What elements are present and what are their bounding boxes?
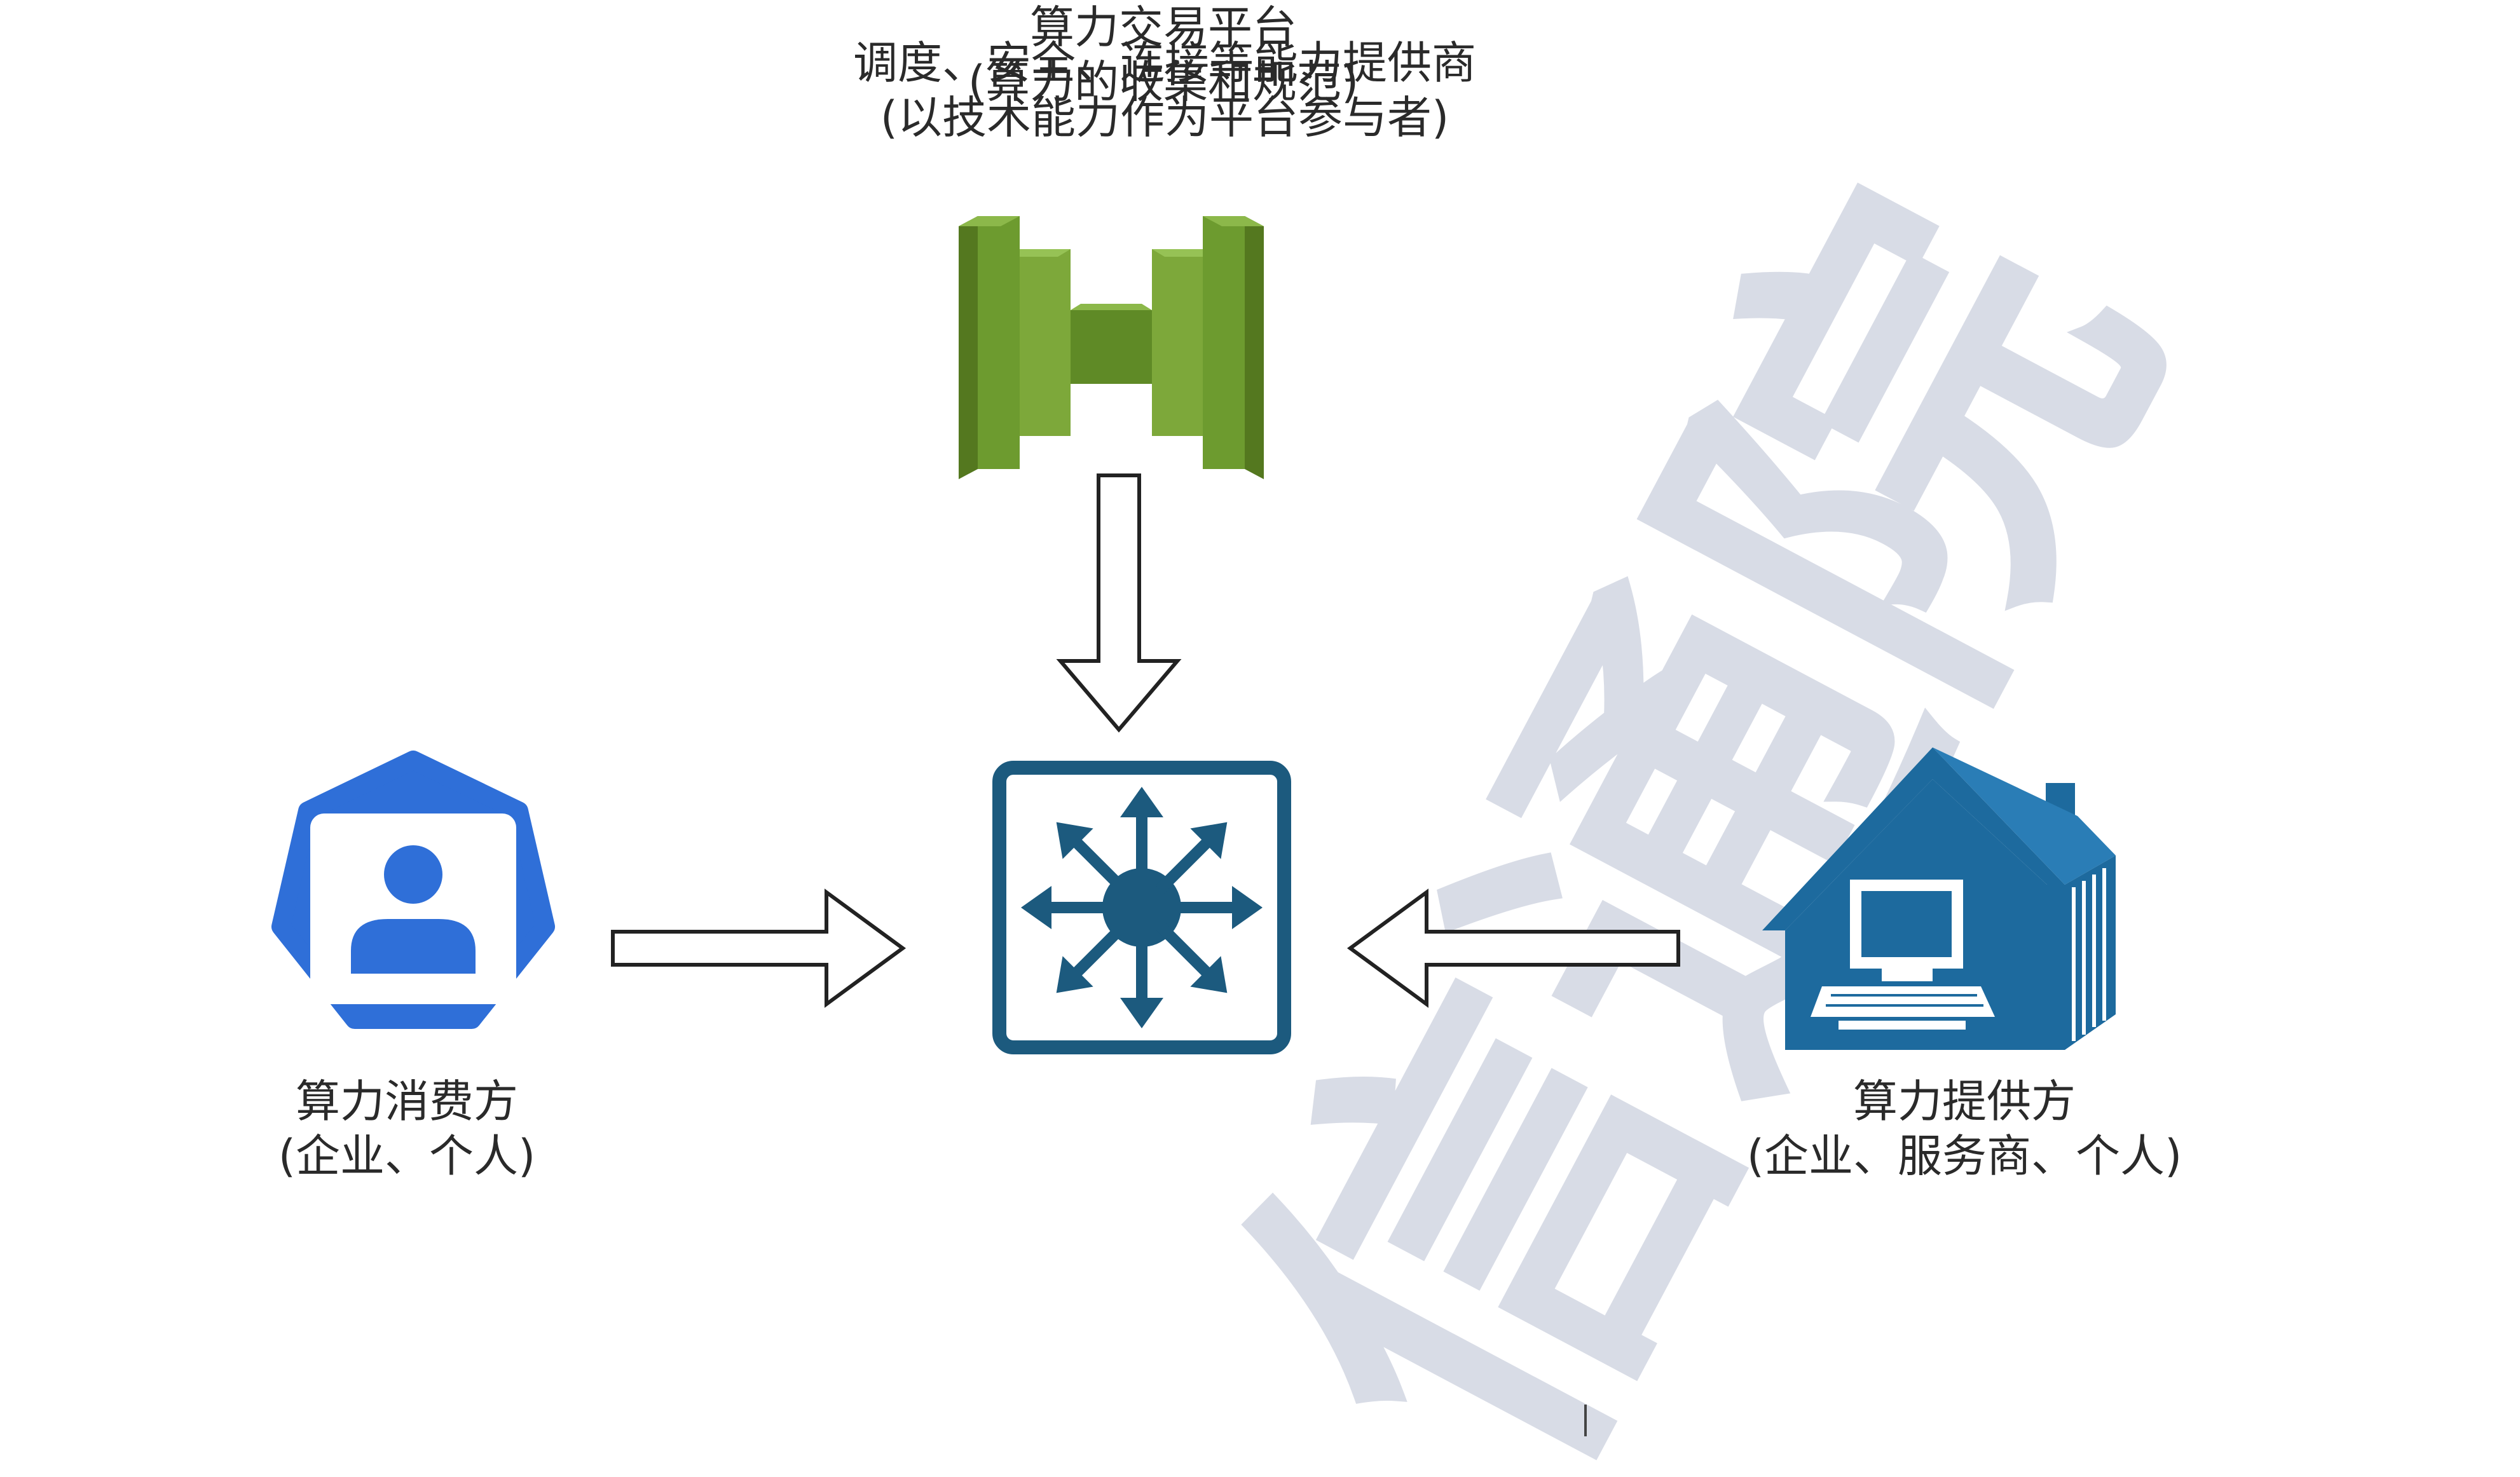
consumer-subtitle: (企业、个人) xyxy=(278,1130,536,1182)
hub-switch-icon xyxy=(992,761,1291,1054)
provider-title: 算力提供方 xyxy=(1853,1075,2076,1127)
platform-label: 算力交易平台 (算力的收集和规范) xyxy=(903,0,1424,109)
user-badge-icon xyxy=(271,751,555,1029)
provider-label: 算力提供方 (企业、服务商、个人) xyxy=(1691,1074,2238,1183)
capability-provider-title: 调度、安全、连接等能力提供商 xyxy=(853,37,1476,89)
gateway-icon xyxy=(959,216,1264,479)
hub-spokes xyxy=(1021,787,1263,1028)
platform-subtitle: (算力的收集和规范) xyxy=(968,56,1359,108)
capability-provider-subtitle: (以技术能力作为平台参与者) xyxy=(880,92,1449,144)
home-computer-icon xyxy=(1762,747,2116,1050)
arrow-right xyxy=(611,888,907,1008)
arrow-down xyxy=(1056,473,1182,733)
platform-title: 算力交易平台 xyxy=(1030,1,1297,53)
provider-subtitle: (企业、服务商、个人) xyxy=(1746,1130,2182,1182)
capability-provider-label: 调度、安全、连接等能力提供商 (以技术能力作为平台参与者) xyxy=(751,36,1578,145)
watermark: 信通院 xyxy=(1161,128,2245,1477)
watermark-text: 信通院 xyxy=(1161,128,2245,1477)
consumer-label: 算力消费方 (企业、个人) xyxy=(229,1074,585,1183)
arrow-left xyxy=(1346,888,1680,1008)
consumer-title: 算力消费方 xyxy=(296,1075,518,1127)
